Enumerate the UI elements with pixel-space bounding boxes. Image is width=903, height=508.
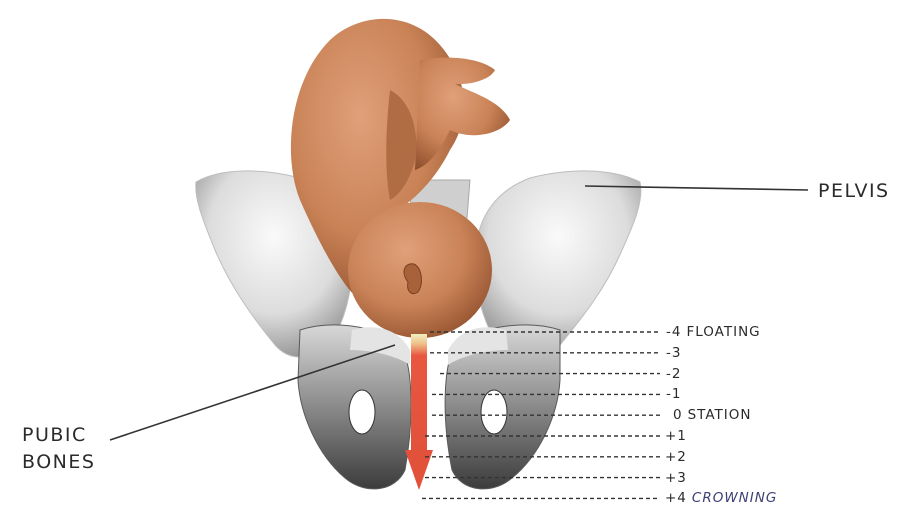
station-label: -1 — [666, 386, 681, 402]
station-label: +4 CROWNING — [665, 490, 777, 506]
pelvis-label: PELVIS — [818, 180, 890, 202]
station-label: -3 — [666, 345, 681, 361]
station-arrow-head — [405, 450, 433, 490]
station-value: +2 — [665, 449, 687, 465]
station-value: -2 — [666, 366, 681, 382]
station-value: -3 — [666, 345, 681, 361]
station-arrow-shaft — [411, 334, 427, 454]
station-label: +1 — [665, 428, 687, 444]
station-description: CROWNING — [692, 490, 777, 506]
station-description: STATION — [688, 407, 752, 423]
station-label: +3 — [665, 470, 687, 486]
station-label: -4 FLOATING — [666, 324, 761, 340]
station-value: +1 — [665, 428, 687, 444]
pubic-label-line-1: PUBIC — [22, 422, 95, 449]
station-label: 0 STATION — [673, 407, 752, 423]
station-value: +3 — [665, 470, 687, 486]
station-value: +4 — [665, 490, 687, 506]
station-value: 0 — [673, 407, 683, 423]
station-label: +2 — [665, 449, 687, 465]
right-obturator-foramen — [481, 390, 507, 434]
pubic-bones-label: PUBIC BONES — [22, 422, 95, 476]
left-obturator-foramen — [349, 390, 375, 434]
station-value: -1 — [666, 386, 681, 402]
pubic-label-line-2: BONES — [22, 449, 95, 476]
station-description: FLOATING — [686, 324, 760, 340]
station-label: -2 — [666, 366, 681, 382]
station-value: -4 — [666, 324, 681, 340]
baby-legs — [415, 58, 510, 170]
